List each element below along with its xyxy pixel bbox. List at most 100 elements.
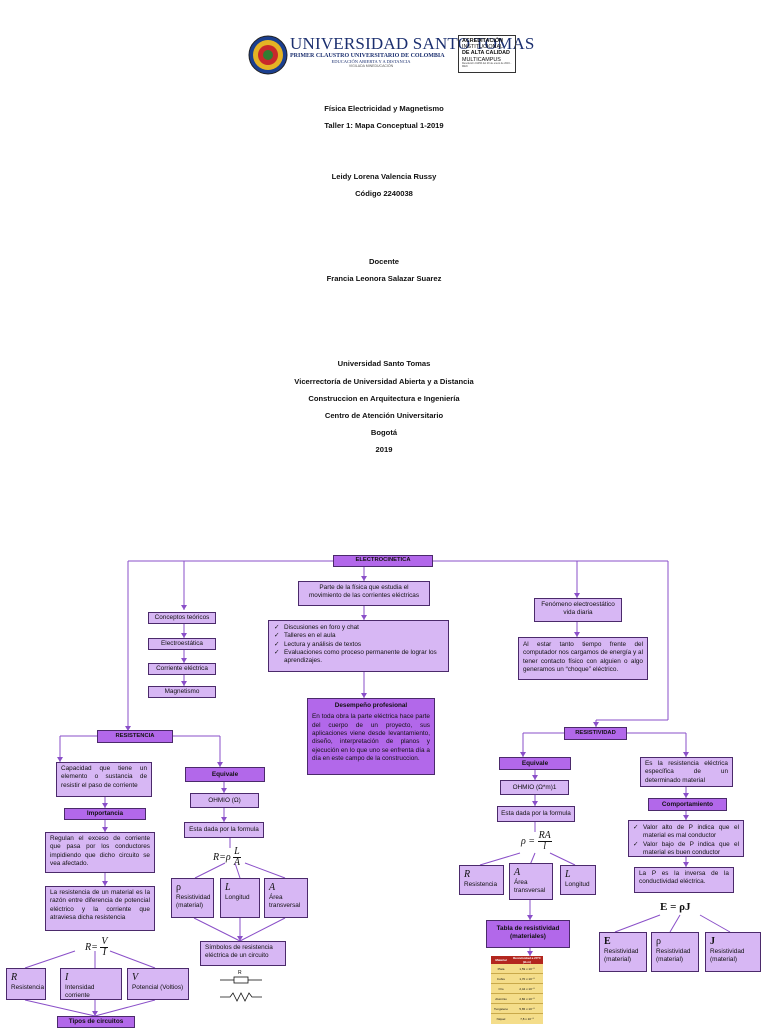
node-ohmio: OHMIO (Ω) — [190, 793, 259, 808]
var-symbol: R — [464, 869, 471, 880]
var-label: Resistencia — [11, 984, 45, 991]
var-label: Potencial (Voltios) — [132, 984, 184, 991]
table-cell: Aluminio — [495, 996, 507, 1001]
var-resistividad: ρ Resistividad (material) — [171, 878, 214, 918]
var-label: Resistividad (material) — [710, 948, 745, 964]
institution-name: Universidad Santo Tomas — [337, 359, 431, 368]
var-label: Área transversal — [514, 879, 546, 895]
node-corriente-electrica: Corriente eléctrica — [148, 663, 216, 675]
teacher-label: Docente — [369, 257, 399, 266]
formula-r-rho-l-a: R=ρ L A — [213, 847, 241, 868]
var-label: Longitud — [225, 894, 250, 901]
resistor-icon: R — [220, 970, 262, 1002]
university-sub1: PRIMER CLAUSTRO UNIVERSITARIO DE COLOMBI… — [290, 53, 445, 59]
var-symbol: L — [565, 869, 571, 880]
table-cell: Plata — [497, 966, 505, 971]
node-razon: La resistencia de un material es la razó… — [45, 886, 155, 931]
node-equivale-ohm: Equivale — [185, 767, 265, 782]
var-symbol: E — [604, 936, 611, 947]
table-row: Cobre 1,70 x 10⁻⁸ — [491, 974, 543, 984]
accreditation-small: Resolución 01456 del 29 de enero de 2016… — [462, 61, 512, 68]
ej-var-rho: ρ Resistividad (material) — [651, 932, 699, 972]
ohm-denominator: I — [102, 947, 107, 958]
node-importancia: Importancia — [64, 808, 146, 820]
program-name: Construccion en Arquitectura e Ingenierí… — [308, 394, 460, 403]
activity-item: Evaluaciones como proceso permanente de … — [274, 649, 443, 666]
table-cell: Níquel — [496, 1016, 506, 1021]
var-label: Resistividad (material) — [176, 894, 211, 910]
table-header-material: Material — [495, 958, 507, 962]
formula-rho-ra-l: ρ = RA l — [521, 831, 552, 852]
assignment-title: Taller 1: Mapa Conceptual 1-2019 — [324, 121, 444, 130]
node-formula-label-2: Esta dada por la formula — [497, 806, 575, 822]
table-row: Plata 1,59 x 10⁻⁸ — [491, 964, 543, 974]
university-sub2: EDUCACIÓN ABIERTA Y A DISTANCIA — [331, 59, 411, 64]
activity-item: Lectura y análisis de textos — [274, 641, 443, 650]
node-fenomeno: Fenómeno electroestático vida diaria — [534, 598, 622, 622]
resistor-label: R — [238, 970, 242, 976]
table-cell: 2,44 x 10⁻⁸ — [519, 986, 535, 991]
rvar-longitud: L Longitud — [560, 865, 596, 895]
table-header-resistividad: Resistividad a 20°C (Ω·m) — [513, 956, 541, 964]
node-desempeno: Desempeño profesional En toda obra la pa… — [307, 698, 435, 775]
city: Bogotá — [370, 428, 398, 437]
node-definicion: Parte de la física que estudia el movimi… — [298, 581, 430, 606]
ej-var-j: J Resistividad (material) — [705, 932, 761, 972]
var-longitud: L Longitud — [220, 878, 260, 918]
node-ohmio-m: OHMIO (Ω*m)1 — [500, 780, 569, 795]
valor-item: Valor alto de P indica que el material e… — [633, 824, 739, 841]
resistivity-table: Material Resistividad a 20°C (Ω·m) Plata… — [491, 956, 543, 1024]
node-regulan: Regulan el exceso de corriente que pasa … — [45, 832, 155, 873]
ohm-var-i: I Intensidad corriente — [60, 968, 122, 1000]
table-cell: Tungsteno — [493, 1006, 509, 1011]
rho-denominator: l — [543, 841, 547, 852]
node-formula-label: Esta dada por la formula — [184, 822, 264, 838]
university-seal-icon — [248, 35, 288, 75]
node-simbolos: Símbolos de resistencia eléctrica de un … — [200, 941, 286, 966]
table-cell: Oro — [498, 986, 504, 991]
table-row: Aluminio 2,82 x 10⁻⁸ — [491, 994, 543, 1004]
table-row: Níquel 7,8 x 10⁻⁸ — [491, 1014, 543, 1023]
var-symbol: A — [269, 882, 276, 893]
center-name: Centro de Atención Universitario — [324, 411, 444, 420]
table-cell: 1,59 x 10⁻⁸ — [519, 966, 535, 971]
rvar-resistencia: R Resistencia — [459, 865, 504, 895]
table-cell: 2,82 x 10⁻⁸ — [519, 996, 535, 1001]
formula-ohm-law: R= V I — [85, 937, 109, 958]
table-cell: 5,65 x 10⁻⁸ — [519, 1006, 535, 1011]
node-fenomeno-texto: Al estar tanto tiempo frente del computa… — [518, 637, 648, 680]
var-symbol: R — [11, 972, 18, 983]
subject-title: Física Electricidad y Magnetismo — [324, 104, 444, 113]
var-symbol: ρ — [176, 882, 181, 893]
var-label: Resistencia — [464, 881, 498, 888]
var-label: Resistividad (material) — [656, 948, 691, 964]
node-electroestatica: Electroestática — [148, 638, 216, 650]
var-area: A Área transversal — [264, 878, 308, 918]
university-sub3: VIGILADA MINEDUCACIÓN — [348, 64, 394, 68]
resistor-symbols: R — [218, 967, 266, 1007]
var-symbol: A — [514, 867, 521, 878]
rvar-area: A Área transversal — [509, 863, 553, 900]
formula-denominator: A — [233, 857, 240, 868]
node-tabla-resistividad: Tabla de resistividad (materiales) — [486, 920, 570, 948]
accreditation-line-2: INSTITUCIONAL — [462, 44, 504, 51]
node-equivale-ohm-m: Equivale — [499, 757, 571, 770]
university-logo — [248, 35, 288, 75]
vicerrectoria: Vicerrectoría de Universidad Abierta y a… — [294, 377, 474, 386]
node-comportamiento: Comportamiento — [648, 798, 727, 811]
node-resistividad: RESISTIVIDAD — [564, 727, 627, 740]
node-resistividad-def: Es la resistencia eléctrica específica d… — [640, 757, 733, 787]
var-symbol: ρ — [656, 936, 661, 947]
table-row: Tungsteno 5,65 x 10⁻⁸ — [491, 1004, 543, 1014]
ohm-var-v: V Potencial (Voltios) — [127, 968, 189, 1000]
node-conceptos-teoricos: Conceptos teóricos — [148, 612, 216, 624]
rho-numerator: RA — [537, 830, 552, 842]
accreditation-line-3: DE ALTA CALIDAD — [462, 50, 510, 57]
accreditation-line-4: MULTICAMPUS — [462, 56, 501, 63]
activity-item: Talleres en el aula — [274, 632, 443, 641]
ohm-lhs: R= — [85, 942, 98, 953]
desempeno-title: Desempeño profesional — [334, 702, 408, 709]
accreditation-line-1: ACREDITACIÓN — [462, 38, 503, 44]
valor-item: Valor bajo de P indica que el material e… — [633, 841, 739, 858]
var-symbol: I — [65, 972, 69, 983]
